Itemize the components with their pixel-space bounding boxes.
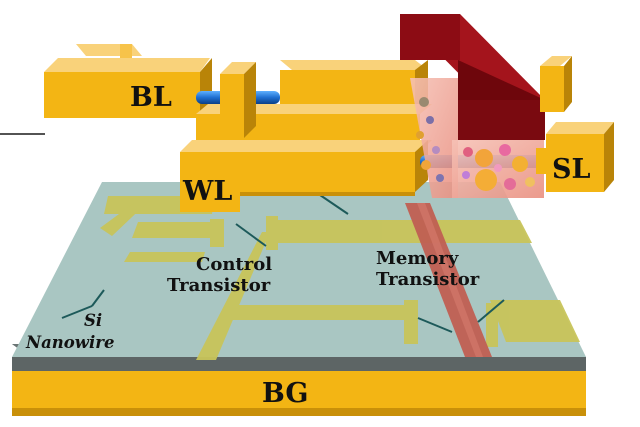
control-transistor-label-line1: Control	[196, 254, 272, 275]
bit-line-contact	[44, 44, 212, 118]
right-upper-bar	[540, 56, 572, 112]
background-notch	[0, 0, 45, 134]
memory-block	[400, 14, 545, 198]
source-line-label: SL	[552, 154, 590, 185]
si-nanowire-label-line1: Si	[84, 311, 102, 330]
substrate-nanowire-marks	[61, 194, 505, 333]
nanocrystals	[416, 97, 535, 191]
memory-transistor-label-line2: Transistor	[376, 269, 480, 290]
word-line-label: WL	[182, 176, 232, 207]
bit-line-label: BL	[130, 82, 172, 113]
back-gate-label: BG	[262, 378, 308, 409]
memory-transistor-label-line1: Memory	[376, 248, 459, 269]
source-line-contact	[536, 122, 614, 192]
control-transistor-label-line2: Transistor	[167, 275, 271, 296]
si-nanowire-label-line2: Nanowire	[25, 333, 114, 352]
